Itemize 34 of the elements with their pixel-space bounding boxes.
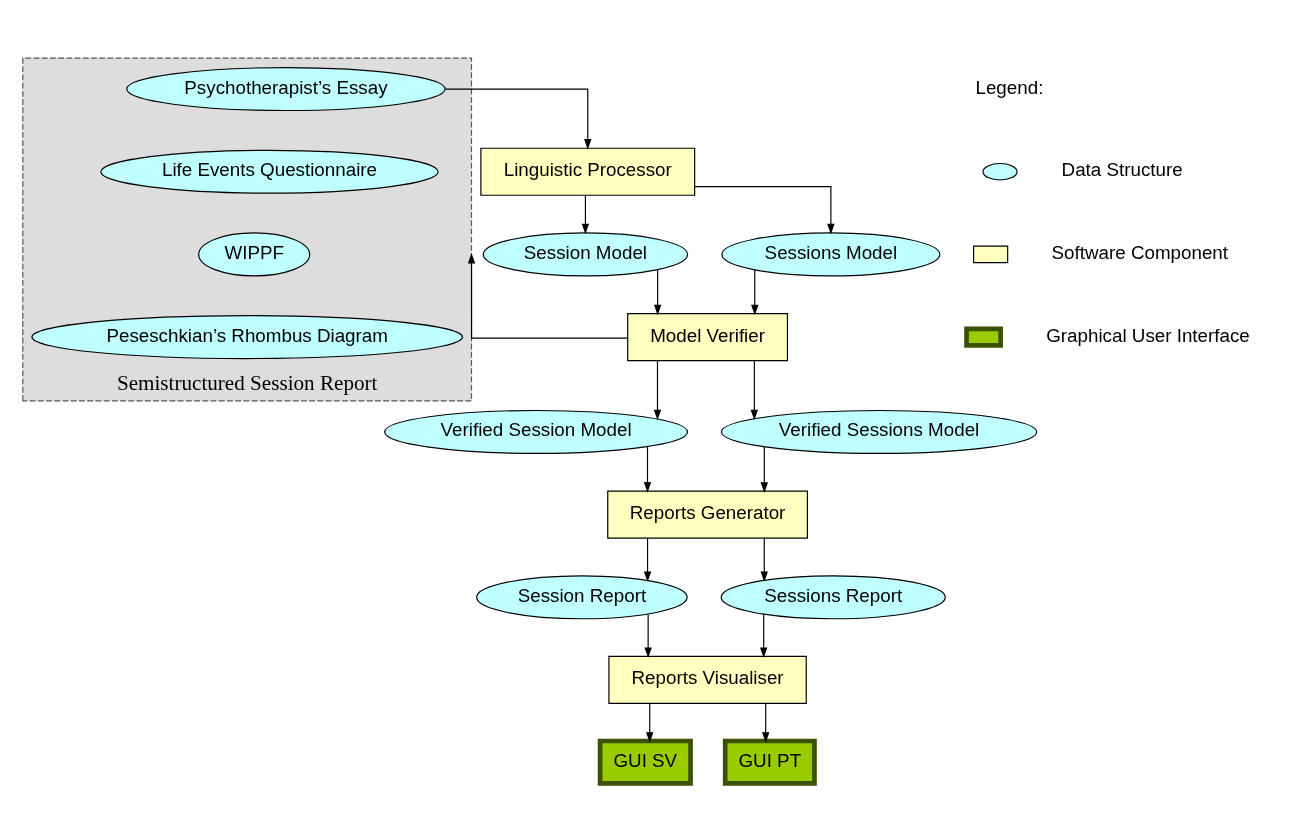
arrow bbox=[751, 268, 759, 315]
node-ellipse: Peseschkian’s Rhombus Diagram bbox=[31, 314, 463, 359]
node-box: GUI PT bbox=[722, 738, 817, 786]
node-box: Linguistic Processor bbox=[480, 147, 696, 196]
node-ellipse: Psychotherapist’s Essay bbox=[126, 66, 446, 111]
arrow bbox=[759, 613, 768, 658]
arrow bbox=[646, 702, 654, 743]
arrow bbox=[750, 359, 759, 420]
node-box: GUI SV bbox=[597, 738, 693, 786]
node-box: Reports Generator bbox=[607, 490, 808, 539]
node-box: Reports Visualiser bbox=[608, 655, 807, 704]
legend-label: Software Component bbox=[1051, 241, 1229, 263]
arrow bbox=[653, 359, 662, 420]
arrow bbox=[467, 252, 629, 339]
node-ellipse: Session Report bbox=[476, 574, 688, 619]
arrow bbox=[643, 537, 652, 582]
legend-label: Data Structure bbox=[1061, 158, 1183, 180]
arrow bbox=[762, 702, 770, 743]
label: Legend: bbox=[975, 76, 1044, 98]
node-ellipse: Session Model bbox=[482, 231, 689, 276]
node-ellipse: WIPPF bbox=[198, 231, 311, 276]
node-box: Model Verifier bbox=[627, 312, 789, 361]
arrow bbox=[760, 537, 768, 582]
arrow bbox=[653, 268, 662, 315]
node-ellipse: Life Events Questionnaire bbox=[100, 149, 439, 194]
legend-label: Graphical User Interface bbox=[1046, 324, 1250, 346]
arrow bbox=[581, 194, 590, 234]
arrow bbox=[644, 613, 652, 658]
arrow bbox=[694, 185, 835, 234]
node-ellipse: Sessions Model bbox=[721, 231, 941, 276]
node-ellipse: Sessions Report bbox=[720, 574, 946, 619]
arrow bbox=[760, 446, 769, 493]
arrow bbox=[643, 445, 652, 493]
arrow bbox=[445, 88, 592, 150]
